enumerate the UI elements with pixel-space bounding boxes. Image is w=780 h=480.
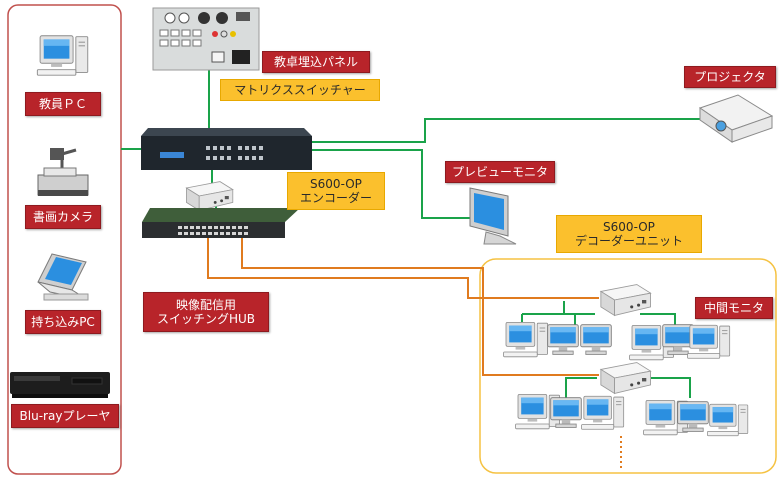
- carry-in-pc-label: 持ち込みPC: [25, 310, 101, 334]
- middle-monitor-label: 中間モニタ: [695, 297, 773, 319]
- laptop-icon: [37, 253, 89, 301]
- lan-cables: [207, 237, 622, 470]
- input-sources-frame: [7, 4, 122, 475]
- middle-monitor-pc-icon: [503, 321, 549, 358]
- control-panel-icon: [152, 7, 260, 71]
- matrix-switcher-icon: [141, 128, 312, 170]
- switching-hub-label: 映像配信用 スイッチングHUB: [143, 292, 269, 332]
- middle-monitor-icon: [547, 324, 579, 355]
- bluray-player-icon: [10, 372, 110, 398]
- control-panel-label: 教卓埋込パネル: [262, 51, 370, 73]
- decoder-unit-2-icon: [600, 362, 652, 394]
- decoder-unit-label: S600-OP デコーダーユニット: [556, 215, 702, 253]
- document-camera-label: 書画カメラ: [25, 205, 101, 229]
- decoder-area-frame: [479, 258, 777, 474]
- document-camera-icon: [37, 148, 89, 196]
- preview-monitor-label: プレビューモニタ: [445, 161, 555, 183]
- projector-label: プロジェクタ: [684, 66, 776, 88]
- preview-monitor-icon: [469, 187, 517, 245]
- middle-monitor-pc-icon: [707, 403, 749, 437]
- encoder-icon: [185, 181, 234, 211]
- matrix-switcher-label: マトリクススイッチャー: [220, 79, 380, 101]
- middle-monitor-pc-icon: [687, 324, 731, 359]
- middle-monitor-icon: [580, 324, 612, 355]
- teacher-pc-label: 教員ＰＣ: [25, 92, 101, 116]
- switching-hub-icon: [142, 208, 300, 238]
- projector-icon: [698, 94, 774, 143]
- decoder-unit-1-icon: [600, 284, 652, 316]
- bluray-player-label: Blu-rayプレーヤ: [11, 404, 119, 428]
- encoder-label: S600-OP エンコーダー: [287, 172, 385, 210]
- teacher-pc-icon: [36, 35, 89, 76]
- middle-monitor-pc-icon: [581, 395, 625, 430]
